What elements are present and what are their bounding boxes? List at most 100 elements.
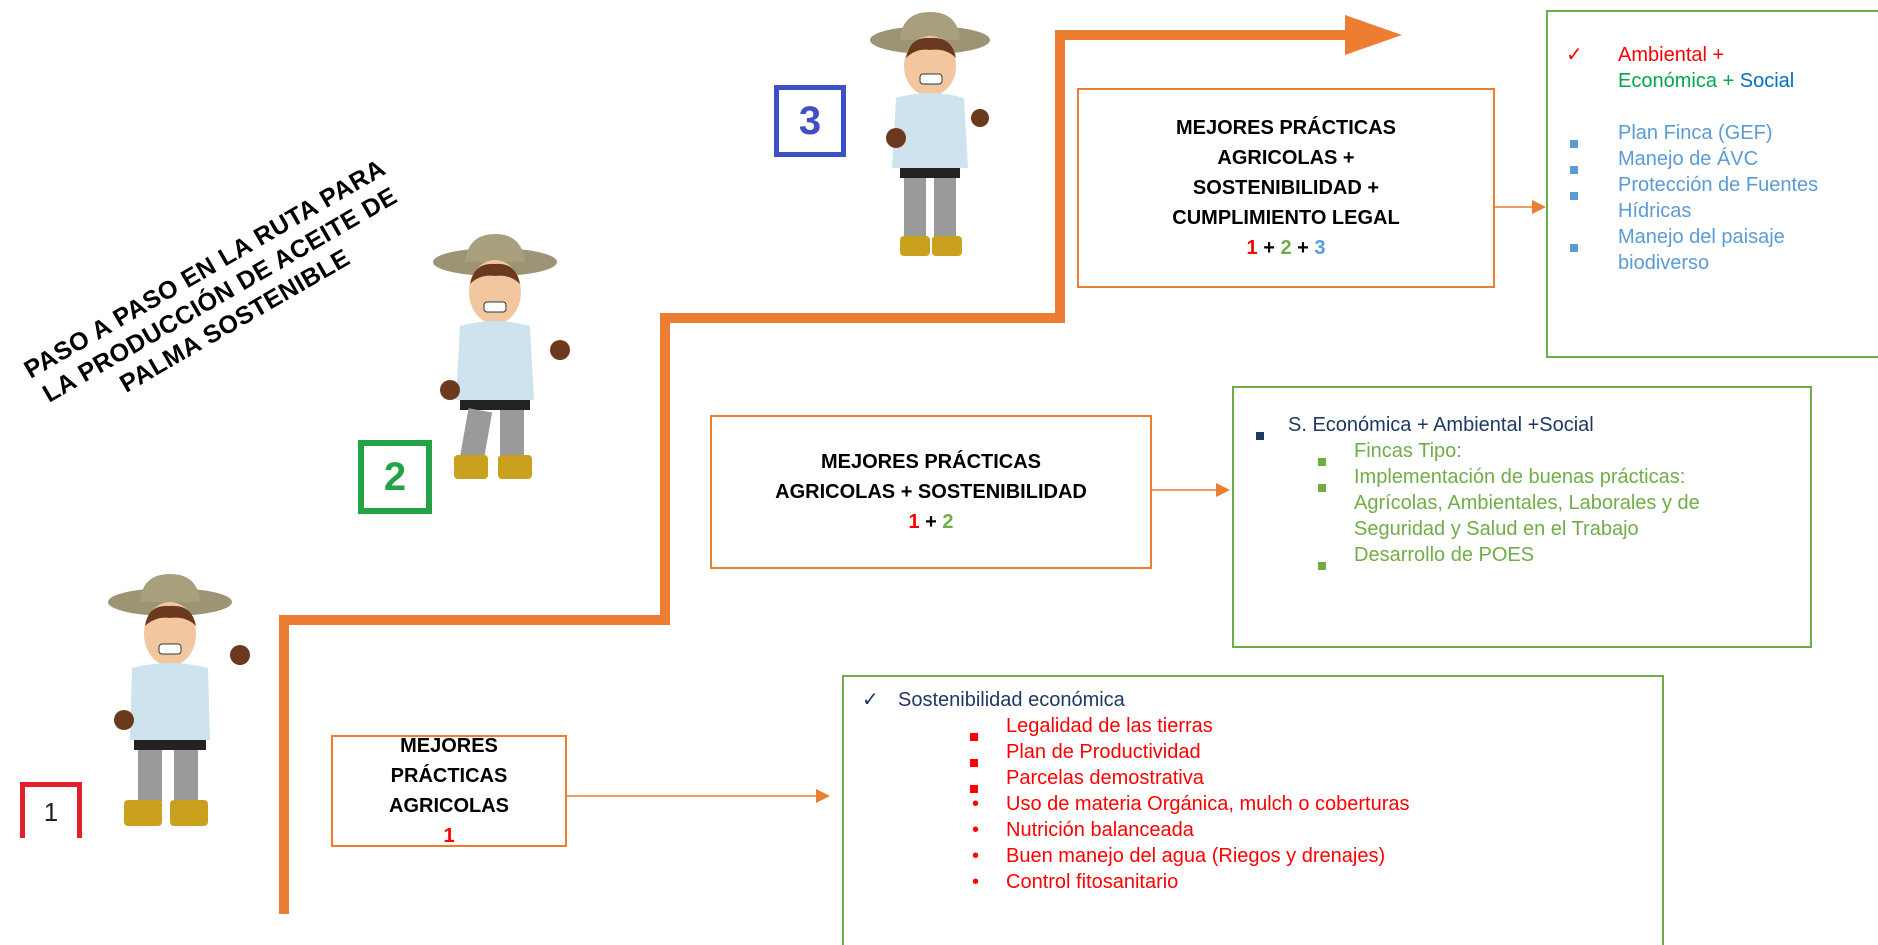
list-item: Fincas Tipo: [1318,438,1800,466]
step-badge-2-number: 2 [383,454,407,499]
step-number-2: 2 [942,511,954,533]
square-bullet-icon [1318,447,1326,473]
dot-bullet-icon: • [972,871,980,893]
farmer-illustration-3 [870,12,990,256]
plus-operator: + [1291,237,1315,259]
dot-bullet-icon: • [972,819,980,841]
farmer-illustration-1 [108,574,250,826]
step-badge-1: 1 [20,782,82,838]
info-box-1: ✓ Sostenibilidad económica Legalidad de … [842,675,1664,945]
step-number-2: 2 [1280,237,1292,259]
list-item: • Buen manejo del agua (Riegos y drenajes… [970,843,1648,869]
step-box-3-line-3: SOSTENIBILIDAD + [1192,177,1380,199]
dot-bullet-icon: • [972,793,980,815]
square-bullet-icon [1318,473,1326,499]
step-box-2-numbers: 1 + 2 [908,507,953,537]
square-bullet-icon [1570,155,1578,181]
connector-arrowhead-2 [1216,483,1230,497]
info-2-heading-row: S. Económica + Ambiental +Social [1252,412,1800,440]
info-box-3: ✓ Ambiental + Económica + Social Plan Fi… [1546,10,1878,358]
list-item: Protección de Fuentes Hídricas [1566,172,1858,224]
step-badge-3-number: 3 [798,98,822,143]
list-item: Implementación de buenas prácticas: Agrí… [1318,464,1754,542]
step-box-3-line-4: CUMPLIMIENTO LEGAL [1172,207,1400,229]
list-item: Plan de Productividad [970,739,1648,767]
square-bullet-icon [1570,129,1578,155]
connector-arrowhead-3 [1532,200,1546,214]
check-icon: ✓ [862,689,879,711]
square-bullet-icon [1570,181,1578,207]
step-badge-3: 3 [774,85,846,157]
list-item-text: Uso de materia Orgánica, mulch o cobertu… [1006,793,1410,815]
info-3-check-line-2: Económica + Social [1618,68,1872,94]
step-box-2: MEJORES PRÁCTICAS AGRICOLAS + SOSTENIBIL… [710,415,1152,569]
list-item-text: Desarrollo de POES [1354,544,1535,566]
list-item-text: Plan de Productividad [1006,741,1201,763]
list-item-text: Implementación de buenas prácticas: Agrí… [1354,466,1700,540]
step-box-1-line-1: MEJORES PRÁCTICAS [390,735,508,787]
staircase-route [279,30,1350,914]
route-arrowhead [1345,15,1402,55]
list-item: Manejo del paisaje biodiverso [1566,224,1818,276]
square-bullet-icon [1570,233,1578,259]
step-number-1: 1 [1246,237,1258,259]
step-box-2-line-1: MEJORES PRÁCTICAS [820,451,1042,473]
plus-operator: + [1257,237,1281,259]
info-2-heading: S. Económica + Ambiental +Social [1288,414,1594,436]
step-box-3-line-2: AGRICOLAS + [1217,147,1355,169]
list-item: Parcelas demostrativa [970,765,1648,793]
list-item: Legalidad de las tierras [970,713,1648,741]
list-item: • Control fitosanitario [970,869,1648,895]
step-badge-2: 2 [358,440,432,514]
list-item-text: Fincas Tipo: [1354,440,1462,462]
list-item-text: Buen manejo del agua (Riegos y drenajes) [1006,845,1386,867]
list-item-text: Protección de Fuentes Hídricas [1618,174,1819,222]
check-icon: ✓ [1566,44,1583,66]
connector-arrowhead-1 [816,789,830,803]
dot-bullet-icon: • [972,845,980,867]
square-bullet-icon [970,722,978,748]
farmer-illustration-2 [433,234,570,479]
plus-operator: + [919,511,943,533]
square-bullet-icon [1256,421,1264,447]
list-item-text: Plan Finca (GEF) [1618,122,1773,144]
list-item-text: Manejo de ÁVC [1618,148,1759,170]
info-1-heading: Sostenibilidad económica [898,689,1125,711]
list-item-text: Legalidad de las tierras [1006,715,1213,737]
step-box-3-numbers: 1 + 2 + 3 [1247,233,1326,263]
list-item: • Uso de materia Orgánica, mulch o cobert… [970,791,1648,817]
info-1-list: Legalidad de las tierras Plan de Product… [970,713,1648,895]
list-item-text: Nutrición balanceada [1006,819,1194,841]
step-box-3: MEJORES PRÁCTICAS AGRICOLAS + SOSTENIBIL… [1077,88,1495,288]
square-bullet-icon [1318,551,1326,577]
info-box-2: S. Económica + Ambiental +Social Fincas … [1232,386,1812,648]
step-box-2-line-2: AGRICOLAS + SOSTENIBILIDAD [775,481,1087,503]
list-item: • Nutrición balanceada [970,817,1648,843]
info-3-list: Plan Finca (GEF) Manejo de ÁVC Protecció… [1566,120,1872,276]
step-badge-1-number: 1 [43,797,59,827]
list-item-text: Parcelas demostrativa [1006,767,1204,789]
info-3-economica: Económica + [1618,70,1740,92]
step-box-3-line-1: MEJORES PRÁCTICAS [1175,117,1397,139]
step-number-1: 1 [908,511,920,533]
info-2-list: Fincas Tipo: Implementación de buenas pr… [1318,438,1800,570]
square-bullet-icon [970,774,978,800]
info-1-heading-row: ✓ Sostenibilidad económica [862,687,1648,713]
list-item-text: Manejo del paisaje biodiverso [1618,226,1785,274]
page-title: PASO A PASO EN LA RUTA PARA LA PRODUCCIÓ… [19,153,403,409]
info-3-social: Social [1739,70,1795,92]
info-3-check-row: ✓ Ambiental + Económica + Social [1566,42,1872,94]
step-number-3: 3 [1314,237,1326,259]
step-box-1-line-2: AGRICOLAS [389,795,509,817]
step-box-1: MEJORES PRÁCTICAS AGRICOLAS 1 [331,735,567,847]
list-item: Desarrollo de POES [1318,542,1800,570]
list-item-text: Control fitosanitario [1006,871,1179,893]
diagonal-title: PASO A PASO EN LA RUTA PARA LA PRODUCCIÓ… [0,130,430,450]
info-3-check-line-1: Ambiental + [1618,44,1725,66]
step-box-1-numbers: 1 [443,821,454,851]
square-bullet-icon [970,748,978,774]
list-item: Plan Finca (GEF) [1566,120,1872,148]
list-item: Manejo de ÁVC [1566,146,1872,174]
step-number-1: 1 [443,825,455,847]
